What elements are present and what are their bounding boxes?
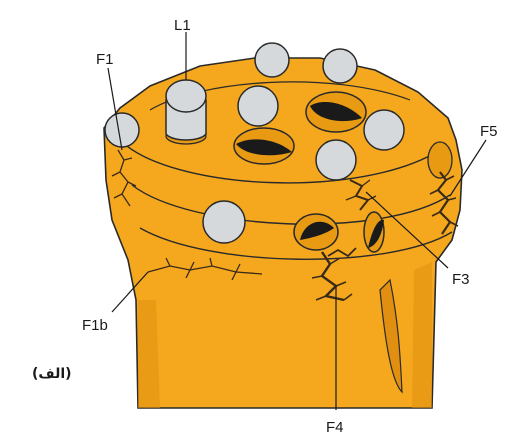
- label-l1: L1: [174, 17, 191, 34]
- button-insert: [105, 113, 139, 147]
- button-insert: [255, 43, 289, 77]
- label-f4: F4: [326, 419, 344, 436]
- insert-l1: [166, 80, 206, 144]
- flush-hole: [306, 92, 366, 132]
- flush-hole: [294, 214, 338, 250]
- button-insert: [323, 49, 357, 83]
- flush-hole: [364, 212, 384, 252]
- label-f1b: F1b: [82, 317, 108, 334]
- button-insert: [238, 86, 278, 126]
- label-f5: F5: [480, 123, 498, 140]
- button-insert: [316, 140, 356, 180]
- button-insert: [364, 110, 404, 150]
- flush-hole: [234, 128, 294, 164]
- button-insert: [203, 201, 245, 243]
- label-f1: F1: [96, 51, 114, 68]
- bit-body: [104, 58, 462, 408]
- figure-caption: (الف): [32, 366, 72, 382]
- label-f3: F3: [452, 271, 470, 288]
